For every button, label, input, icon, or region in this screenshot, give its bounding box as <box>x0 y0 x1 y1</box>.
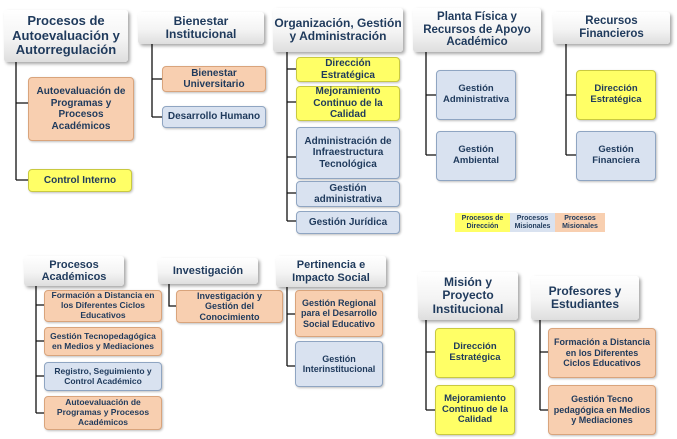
process-box-gestion-tecnopedagogica[interactable]: Gestión Tecnopedagógica en Medios y Medi… <box>44 327 162 356</box>
process-box-gestion-interinstitucional[interactable]: Gestión Interinstitucional <box>295 341 383 387</box>
group-header-profesores: Profesores y Estudiantes <box>531 276 639 320</box>
group-header-procesos-academicos: Procesos Académicos <box>24 256 124 286</box>
legend-item-apoyo: Procesos Misionales <box>555 213 605 233</box>
process-box-mejoramiento-continuo-mision[interactable]: Mejoramiento Continuo de la Calidad <box>435 385 515 435</box>
process-box-investigacion-gestion[interactable]: Investigación y Gestión del Conocimiento <box>176 290 283 323</box>
group-header-mision: Misión y Proyecto Institucional <box>418 272 518 320</box>
process-box-gestion-tecno-pedagogica[interactable]: Gestión Tecno pedagógica en Medios y Med… <box>548 385 656 435</box>
process-box-gestion-ambiental[interactable]: Gestión Ambiental <box>436 131 516 181</box>
process-box-gestion-juridica[interactable]: Gestión Jurídica <box>296 211 400 234</box>
process-box-autoevaluacion-programas[interactable]: Autoevaluación de Programas y Procesos A… <box>28 77 134 141</box>
group-header-recursos-financieros: Recursos Financieros <box>553 12 670 44</box>
group-header-investigacion: Investigación <box>158 258 258 284</box>
legend: Procesos de Dirección Procesos Misionale… <box>455 213 605 233</box>
group-header-pertinencia: Pertinencia e Impacto Social <box>276 256 386 287</box>
process-box-registro-seguimiento[interactable]: Registro, Seguimiento y Control Académic… <box>44 362 162 391</box>
group-header-bienestar: Bienestar Institucional <box>138 12 264 44</box>
process-box-formacion-distancia-profesores[interactable]: Formación a Distancia en los Diferentes … <box>548 328 656 378</box>
process-box-gestion-financiera[interactable]: Gestión Financiera <box>576 131 656 181</box>
process-box-gestion-regional[interactable]: Gestión Regional para el Desarrollo Soci… <box>295 290 383 337</box>
legend-item-direccion: Procesos de Dirección <box>455 213 510 233</box>
process-box-mejoramiento-continuo[interactable]: Mejoramiento Continuo de la Calidad <box>296 86 400 121</box>
process-box-desarrollo-humano[interactable]: Desarrollo Humano <box>162 106 266 128</box>
process-box-bienestar-universitario[interactable]: Bienestar Universitario <box>162 66 266 92</box>
process-box-control-interno[interactable]: Control Interno <box>28 169 132 192</box>
process-box-gestion-administrativa-planta[interactable]: Gestión Administrativa <box>436 70 516 120</box>
process-box-formacion-distancia[interactable]: Formación a Distancia en los Diferentes … <box>44 290 162 322</box>
group-header-planta-fisica: Planta Física y Recursos de Apoyo Académ… <box>413 8 541 52</box>
process-box-gestion-administrativa[interactable]: Gestión administrativa <box>296 181 400 207</box>
group-header-organizacion: Organización, Gestión y Administración <box>273 8 403 52</box>
process-box-direccion-estrategica-financiera[interactable]: Dirección Estratégica <box>576 70 656 120</box>
process-box-infraestructura-tecnologica[interactable]: Administración de Infraestructura Tecnol… <box>296 127 400 179</box>
legend-item-misionales: Procesos Misionales <box>510 213 555 233</box>
process-box-direccion-estrategica[interactable]: Dirección Estratégica <box>296 57 400 82</box>
group-header-autoevaluacion: Procesos de Autoevaluación y Autorregula… <box>4 10 128 62</box>
process-box-autoevaluacion-academica[interactable]: Autoevaluación de Programas y Procesos A… <box>44 396 162 430</box>
process-box-direccion-estrategica-mision[interactable]: Dirección Estratégica <box>435 328 515 378</box>
